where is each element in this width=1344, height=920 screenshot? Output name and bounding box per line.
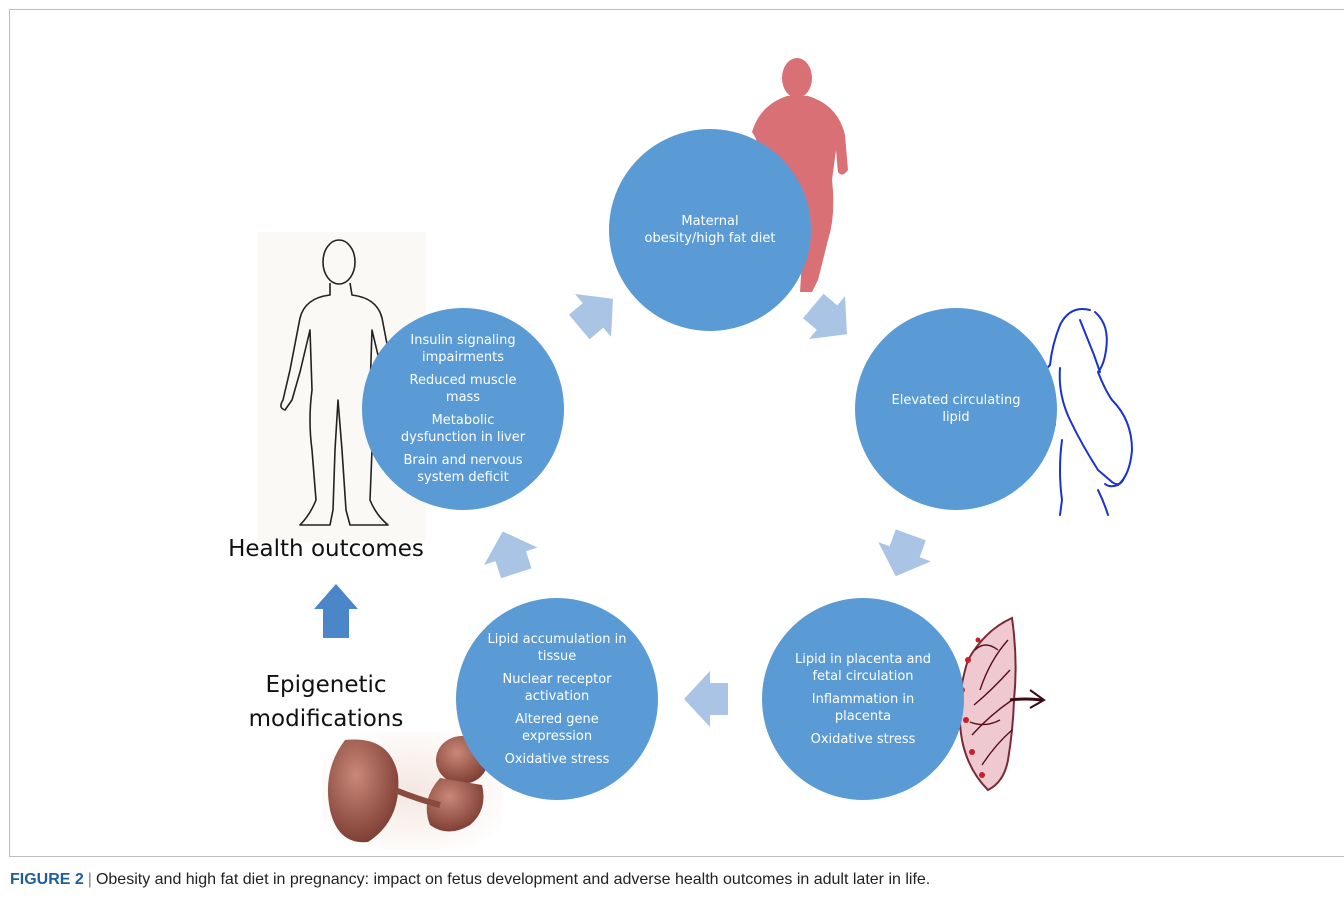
arrow-lipid-to-placenta: [878, 529, 931, 577]
circle-elevated-lipid: Elevated circulating lipid: [855, 308, 1057, 510]
placenta-item-3: Oxidative stress: [810, 731, 916, 747]
outcomes-item-3: Metabolic dysfunction in liver: [400, 413, 526, 445]
circle-health-outcomes: Insulin signaling impairments Reduced mu…: [362, 308, 564, 510]
arrow-tissue-to-outcomes: [484, 531, 538, 579]
lipid-line-1: Elevated circulating: [891, 393, 1021, 408]
epigenetic-label-line-1: Epigenetic: [265, 672, 387, 698]
figure-number: FIGURE 2: [10, 871, 84, 888]
placenta-icon: [958, 616, 1046, 792]
lipid-line-2: lipid: [942, 410, 970, 425]
figure-caption: FIGURE 2|Obesity and high fat diet in pr…: [10, 871, 930, 889]
maternal-line-2: obesity/high fat diet: [644, 231, 776, 246]
pregnant-woman-icon: [1042, 308, 1134, 516]
circle-placenta: Lipid in placenta and fetal circulation …: [762, 598, 964, 800]
illustrations-layer: [280, 58, 1134, 850]
arrow-outcomes-to-maternal: [568, 293, 613, 340]
arrow-placenta-to-tissue: [684, 671, 728, 727]
fetus-icon: [322, 732, 502, 850]
outcomes-item-4: Brain and nervous system deficit: [403, 453, 523, 485]
circle-maternal-obesity: Maternal obesity/high fat diet: [609, 129, 811, 331]
tissue-item-3: Altered gene expression: [515, 711, 599, 744]
maternal-line-1: Maternal: [681, 214, 739, 229]
caption-text: Obesity and high fat diet in pregnancy: …: [95, 871, 931, 888]
tissue-item-4: Oxidative stress: [504, 751, 610, 767]
epigenetic-label: Epigenetic modifications: [226, 668, 426, 736]
outcomes-item-2: Reduced muscle mass: [409, 373, 517, 405]
outcomes-item-1: Insulin signaling impairments: [410, 333, 516, 365]
tissue-item-2: Nuclear receptor activation: [502, 671, 612, 704]
epigenetic-up-arrow: [314, 584, 358, 638]
epigenetic-label-line-2: modifications: [248, 706, 404, 732]
tissue-item-1: Lipid accumulation in tissue: [487, 631, 627, 664]
figure-frame: [9, 9, 1344, 857]
health-outcomes-label: Health outcomes: [228, 536, 424, 562]
circle-tissue: Lipid accumulation in tissue Nuclear rec…: [456, 598, 658, 800]
caption-separator: |: [87, 871, 92, 888]
arrow-maternal-to-lipid: [802, 293, 847, 340]
placenta-item-2: Inflammation in placenta: [811, 691, 915, 724]
placenta-item-1: Lipid in placenta and fetal circulation: [795, 651, 931, 684]
cycle-arrows: [484, 293, 931, 727]
